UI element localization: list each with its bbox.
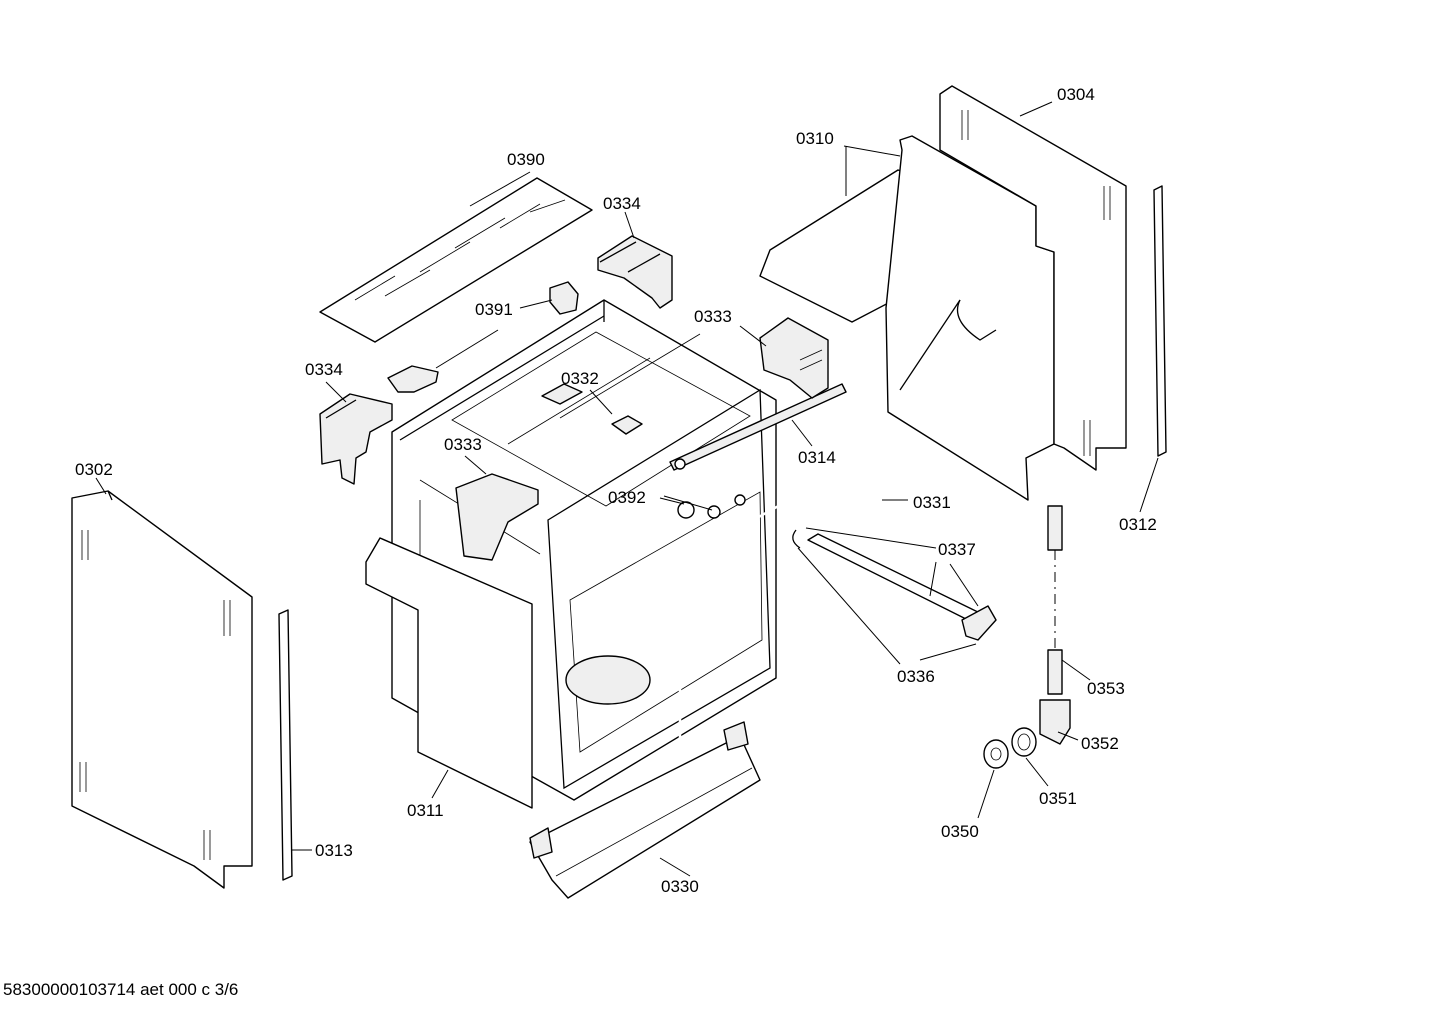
label-0313: 0313 (315, 841, 353, 860)
label-0352: 0352 (1081, 734, 1119, 753)
part-0350-nut (983, 739, 1009, 769)
part-0352-fitting (1039, 699, 1071, 745)
label-0334-left: 0334 (305, 360, 343, 379)
part-0337-bar (807, 533, 997, 641)
label-0304: 0304 (1057, 85, 1095, 104)
part-0314-rail (669, 383, 847, 471)
label-0331: 0331 (913, 493, 951, 512)
part-0336-clip (792, 529, 801, 549)
label-0333-right: 0333 (694, 307, 732, 326)
label-0332: 0332 (561, 369, 599, 388)
label-0336: 0336 (897, 667, 935, 686)
label-0337: 0337 (938, 540, 976, 559)
part-0331-door-seal (678, 454, 884, 840)
part-0311-front-panel (365, 537, 533, 809)
part-0334-top-clip (597, 235, 673, 309)
label-0392: 0392 (608, 488, 646, 507)
part-0302-side-panel-left (71, 490, 253, 889)
part-0330-kickplate (529, 721, 761, 899)
part-0351-ring (1011, 727, 1037, 757)
part-0313-trim-strip (278, 609, 293, 881)
drawing-reference-footer: 58300000103714 aet 000 c 3/6 (3, 980, 239, 999)
label-0314: 0314 (798, 448, 836, 467)
label-0353: 0353 (1087, 679, 1125, 698)
label-0312: 0312 (1119, 515, 1157, 534)
label-0350: 0350 (941, 822, 979, 841)
label-0334-top: 0334 (603, 194, 641, 213)
part-0333-left-clip (455, 473, 539, 561)
leader-lines (95, 101, 1159, 877)
part-labels: 0390 0334 0391 0334 0332 0333 0333 0302 … (75, 85, 1157, 896)
label-0310: 0310 (796, 129, 834, 148)
label-0391: 0391 (475, 300, 513, 319)
part-0334-left-clip (319, 393, 393, 485)
label-0311: 0311 (407, 801, 444, 820)
part-0304-side-panel-right (939, 85, 1127, 471)
label-0302: 0302 (75, 460, 113, 479)
part-0310-top-panel (759, 135, 1055, 501)
label-0351: 0351 (1039, 789, 1077, 808)
part-0312-trim-strip (1153, 185, 1167, 457)
part-0353-hose (1047, 505, 1063, 695)
part-0390-insulation-mat (319, 177, 593, 343)
label-0390: 0390 (507, 150, 545, 169)
part-0391-hinge-top (549, 281, 579, 315)
label-0330: 0330 (661, 877, 699, 896)
label-0333-left: 0333 (444, 435, 482, 454)
part-0333-right-clip (759, 317, 829, 399)
part-0391-hinge-left (387, 365, 439, 393)
